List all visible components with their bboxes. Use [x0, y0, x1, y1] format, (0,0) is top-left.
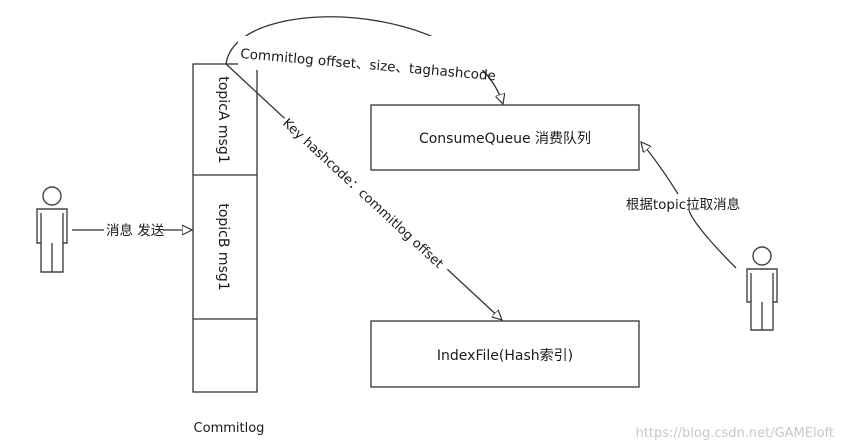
index-file-box [370, 320, 640, 388]
pull-arrow [641, 142, 679, 195]
topic-a-msg-label: topicA msg1 [215, 76, 231, 163]
pull-by-topic-label: 根据topic拉取消息 [626, 196, 740, 213]
index-file-label: IndexFile(Hash索引) [437, 347, 573, 364]
commitlog-column: topicA msg1 topicB msg1 [192, 63, 258, 393]
edge-label-bg-top [238, 36, 510, 70]
watermark-text: https://blog.csdn.net/GAMEloft [636, 426, 834, 441]
edge-label-bg-diagonal [277, 113, 453, 278]
producer-person-icon [36, 186, 68, 273]
pull-connector-line [688, 209, 737, 269]
send-message-label: 消息 发送 [106, 222, 165, 239]
consume-queue-label: ConsumeQueue 消费队列 [419, 131, 591, 147]
commitlog-caption: Commitlog [194, 421, 265, 436]
consumer-person-icon [746, 246, 778, 331]
commitlog-outline [192, 63, 258, 393]
topic-b-msg-label: topicB msg1 [215, 203, 231, 290]
